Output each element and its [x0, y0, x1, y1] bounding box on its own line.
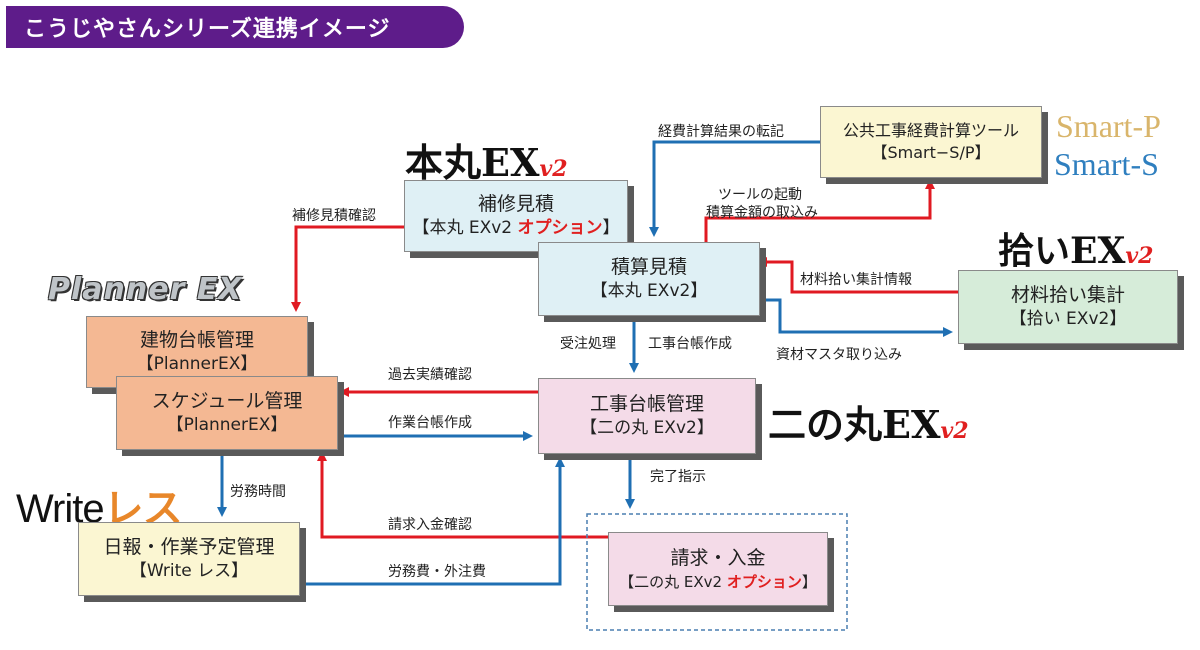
- nimaru-logo-text: 二の丸EX: [768, 402, 941, 447]
- hoshuu-box-title: 補修見積: [477, 192, 554, 215]
- label-tool-kidou: ツールの起動: [718, 187, 802, 203]
- tatemono-box-title: 建物台帳管理: [139, 328, 254, 351]
- label-shizai-torikomi: 資材マスタ取り込み: [776, 347, 902, 363]
- seikyuu-box-product-post: 】: [801, 572, 817, 591]
- seikyuu-box-title: 請求・入金: [670, 547, 766, 570]
- seikyuu-box-option: オプション: [726, 572, 802, 591]
- zairyou-box-title: 材料拾い集計: [1010, 283, 1125, 306]
- kouji-box-product: 【二の丸 EXv2】: [580, 418, 714, 439]
- label-juchuu: 受注処理: [560, 336, 616, 352]
- label-roumu-jikan: 労務時間: [230, 484, 286, 500]
- honmaru-logo-v2: v2: [539, 156, 568, 182]
- arrow-zairyou-jouhou: [757, 257, 958, 294]
- hoshuu-box-product-post: 】: [602, 218, 620, 239]
- honmaru-ex-logo: 本丸EXv2: [405, 132, 568, 187]
- nippou-box-product: 【Write レス】: [129, 561, 249, 582]
- label-seikyuu-kakunin: 請求入金確認: [388, 517, 472, 533]
- write-less-logo: Writeレス: [16, 476, 183, 534]
- nippou-sagyou-box[interactable]: 日報・作業予定管理 【Write レス】: [78, 522, 300, 596]
- arrow-shizai-torikomi: [762, 298, 953, 337]
- arrow-roumuhi: [300, 457, 565, 586]
- sekisan-box-title: 積算見積: [610, 255, 687, 278]
- arrow-tool-kidou: [704, 179, 935, 242]
- hiroi-logo-text: 拾いEX: [998, 230, 1126, 272]
- tatemono-box-product: 【PlannerEX】: [136, 354, 258, 375]
- label-kanryou: 完了指示: [650, 469, 706, 485]
- planner-ex-logo: Planner EX: [48, 272, 243, 307]
- label-hoshuu-kakunin: 補修見積確認: [292, 208, 376, 224]
- label-roumuhi: 労務費・外注費: [388, 564, 486, 580]
- seikyuu-nyuukin-box[interactable]: 請求・入金 【二の丸 EXv2 オプション】: [608, 532, 828, 606]
- zairyou-hiroi-box[interactable]: 材料拾い集計 【拾い EXv2】: [958, 270, 1178, 344]
- hoshuu-box-product: 【本丸 EXv2 オプション】: [412, 217, 619, 240]
- schedule-box-product: 【PlannerEX】: [166, 415, 288, 436]
- seikyuu-box-product-pre: 【二の丸 EXv2: [619, 572, 727, 591]
- schedule-box-title: スケジュール管理: [151, 389, 303, 412]
- zairyou-box-product: 【拾い EXv2】: [1009, 309, 1127, 330]
- seikyuu-dashed-frame: [586, 513, 848, 631]
- label-sekisan-torikomi: 積算金額の取込み: [706, 205, 818, 221]
- hoshuu-box-product-pre: 【本丸 EXv2: [412, 218, 518, 239]
- nimaru-logo-v2: v2: [940, 418, 969, 444]
- label-daichou-sakusei: 工事台帳作成: [648, 336, 732, 352]
- sekisan-box-product: 【本丸 EXv2】: [590, 281, 708, 302]
- smart-s-logo: Smart-S: [1054, 146, 1159, 182]
- sekisan-mitsumori-box[interactable]: 積算見積 【本丸 EXv2】: [538, 242, 760, 316]
- schedule-kanri-box[interactable]: スケジュール管理 【PlannerEX】: [116, 376, 338, 450]
- koukyou-box-title: 公共工事経費計算ツール: [842, 121, 1019, 141]
- label-zairyou-jouhou: 材料拾い集計情報: [800, 272, 912, 288]
- label-keihi-tenki: 経費計算結果の転記: [658, 124, 784, 140]
- hiroi-ex-logo: 拾いEXv2: [998, 222, 1153, 274]
- smart-p-logo: Smart-P: [1056, 108, 1161, 144]
- nippou-box-title: 日報・作業予定管理: [103, 535, 275, 558]
- kouji-daichou-box[interactable]: 工事台帳管理 【二の丸 EXv2】: [538, 378, 756, 454]
- arrow-keihi-tenki: [649, 140, 820, 237]
- koukyou-keihi-tool-box[interactable]: 公共工事経費計算ツール 【Smart−S/P】: [820, 106, 1042, 178]
- arrow-hoshuu-kakunin: [291, 225, 404, 312]
- hoshuu-mitsumori-box[interactable]: 補修見積 【本丸 EXv2 オプション】: [404, 180, 628, 252]
- label-kako-jisseki: 過去実績確認: [388, 367, 472, 383]
- nimaru-ex-logo: 二の丸EXv2: [768, 394, 969, 449]
- arrow-seikyuu-kakunin: [317, 451, 608, 539]
- honmaru-logo-text: 本丸EX: [405, 140, 540, 185]
- kouji-box-title: 工事台帳管理: [589, 392, 704, 415]
- seikyuu-box-product: 【二の丸 EXv2 オプション】: [619, 572, 817, 592]
- hiroi-logo-v2: v2: [1125, 243, 1154, 269]
- label-sagyou-daichou: 作業台帳作成: [388, 415, 472, 431]
- page-title: こうじやさんシリーズ連携イメージ: [6, 6, 464, 48]
- koukyou-box-product: 【Smart−S/P】: [871, 143, 991, 162]
- hoshuu-box-option: オプション: [517, 218, 603, 239]
